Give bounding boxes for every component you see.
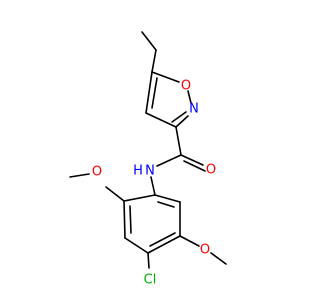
bond-ar-c6-c1	[154, 194, 181, 203]
bond-n2-c3-double	[175, 115, 189, 128]
bond-ar-c2-c3	[123, 200, 126, 239]
bond-c4-c5-double-inner	[151, 77, 158, 109]
isoxazole-oxygen-label: O	[181, 79, 191, 94]
amide-nitrogen-label: N	[145, 164, 155, 179]
bond-carbonyl-o-double	[180, 154, 204, 166]
bond-ethyl-ch2	[151, 49, 157, 73]
molecule-structure: O N O H N O Cl O	[69, 31, 227, 288]
isoxazole-nitrogen-label: N	[189, 102, 199, 117]
chlorine-label: Cl	[144, 273, 157, 288]
methoxy-oxygen-left-label: O	[92, 165, 102, 180]
bond-n2-c3-double-inner	[171, 111, 187, 123]
bond-carbonyl-n	[156, 154, 182, 167]
bond-c4-c5-double	[145, 71, 153, 114]
bond-o1-n2	[187, 90, 192, 104]
bond-c3-c4	[145, 112, 177, 128]
bond-ar-c4-c5	[147, 235, 181, 254]
bond-o-methyl-right	[210, 252, 227, 265]
bond-n-aryl	[150, 176, 156, 196]
methoxy-oxygen-right-label: O	[200, 243, 210, 258]
bond-ar-o-right	[179, 235, 200, 247]
bond-ar-c6-c1-inner	[157, 201, 175, 208]
amide-hydrogen-label: H	[133, 164, 143, 179]
bond-o-methyl-left	[69, 173, 90, 178]
carbonyl-oxygen-label: O	[206, 163, 216, 178]
bond-ar-c4-c5-inner	[149, 232, 176, 247]
bond-ar-c2-c3-inner	[129, 205, 132, 234]
bond-c3-carbonyl	[175, 126, 182, 156]
bond-ar-o-left	[105, 186, 125, 202]
bond-ar-c1-c2	[123, 194, 156, 202]
bond-ar-cl	[147, 252, 150, 269]
bond-carbonyl-o-double-inner	[183, 160, 206, 172]
bond-c5-o1	[151, 71, 180, 83]
bond-ar-c3-c4	[124, 237, 149, 254]
bond-ethyl-ch3	[141, 31, 157, 51]
